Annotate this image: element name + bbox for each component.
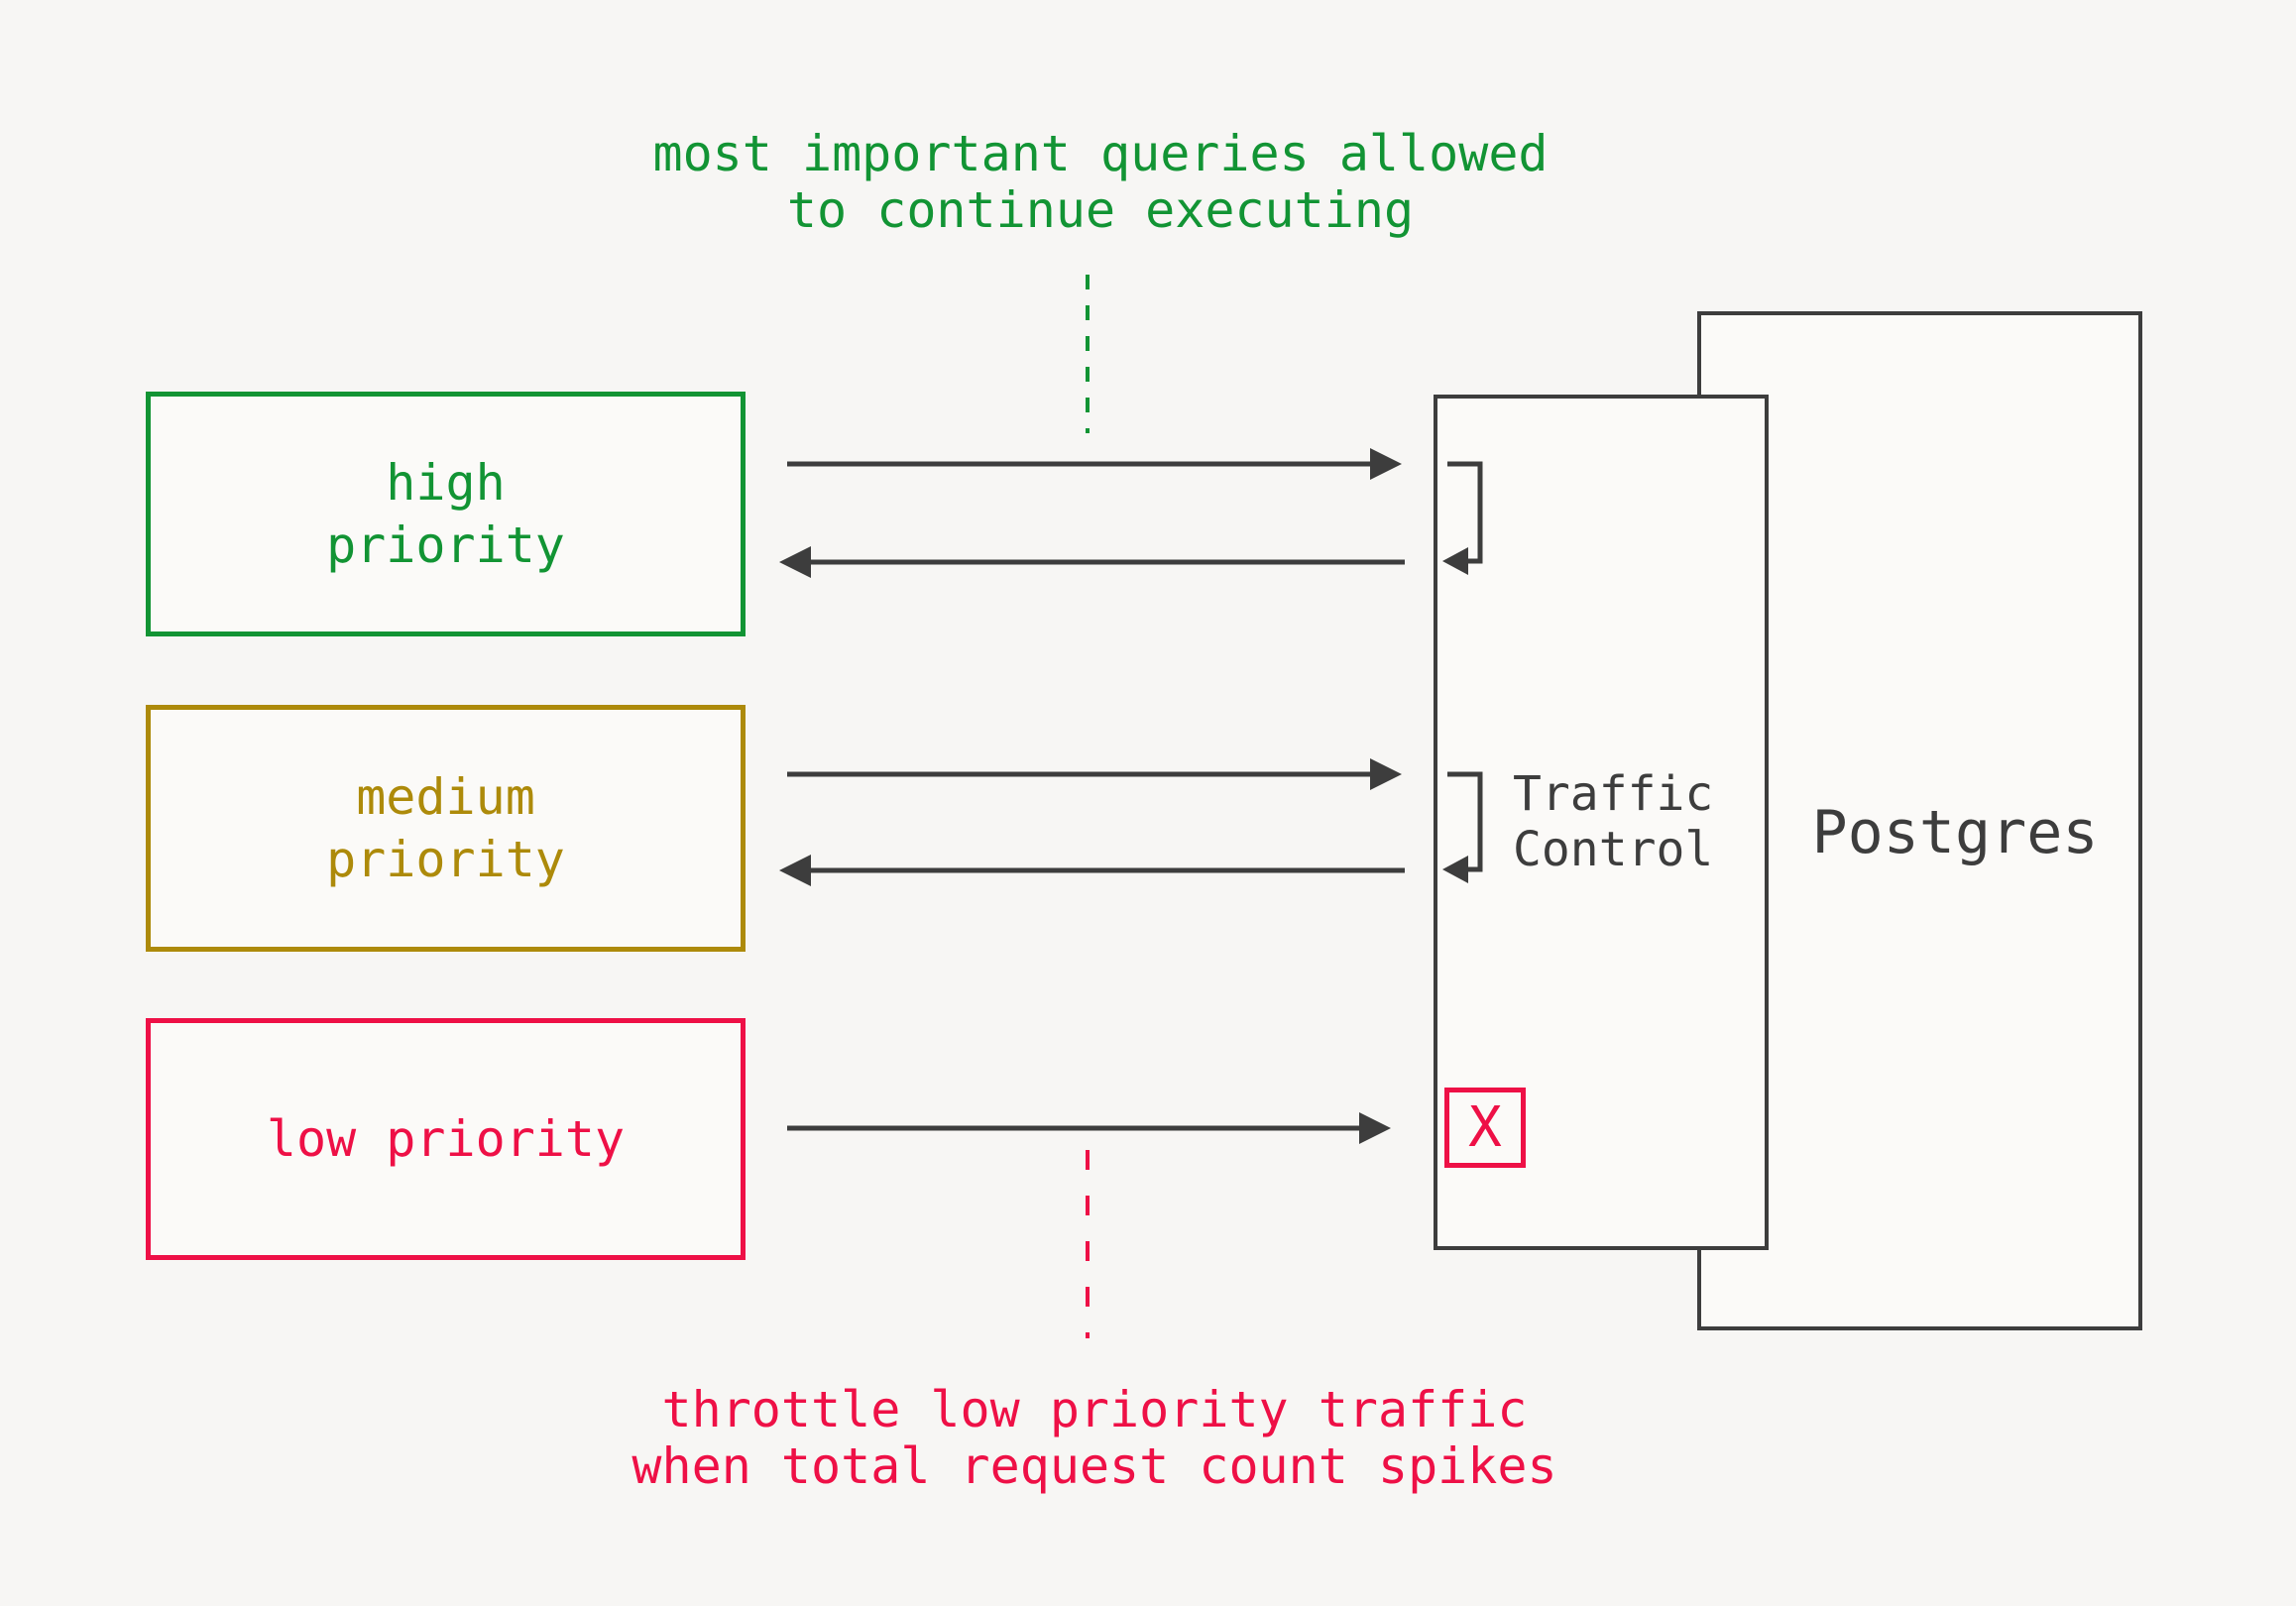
traffic-control-label: Traffic Control [1513,766,1713,877]
traffic-control-label-line1: Traffic [1513,766,1714,822]
bottom-annotation-line2: when total request count spikes [631,1437,1557,1495]
low-request-arrowhead [1359,1112,1391,1144]
high-priority-box: high priority [146,392,746,636]
traffic-control-label-line2: Control [1513,822,1714,877]
high-priority-label-line2: priority [326,516,565,574]
medium-priority-box: medium priority [146,705,746,952]
medium-priority-label-line1: medium [356,767,535,826]
top-annotation-line2: to continue executing [786,181,1415,239]
high-request-arrowhead [1370,448,1402,480]
top-annotation-line1: most important queries allowed [652,125,1549,182]
postgres-label: Postgres [1811,798,2099,867]
low-priority-label: low priority [266,1109,626,1168]
medium-request-arrowhead [1370,758,1402,790]
bottom-annotation: throttle low priority traffic when total… [631,1382,1556,1495]
top-annotation: most important queries allowed to contin… [652,126,1548,239]
medium-priority-label-line2: priority [326,830,565,888]
medium-response-arrowhead [779,855,811,886]
blocked-request-box: X [1444,1088,1526,1168]
low-priority-box: low priority [146,1018,746,1260]
blocked-x-icon: X [1468,1095,1502,1160]
high-response-arrowhead [779,546,811,578]
postgres-box [1697,311,2142,1330]
high-priority-label-line1: high [386,453,506,512]
bottom-annotation-line1: throttle low priority traffic [661,1381,1528,1438]
